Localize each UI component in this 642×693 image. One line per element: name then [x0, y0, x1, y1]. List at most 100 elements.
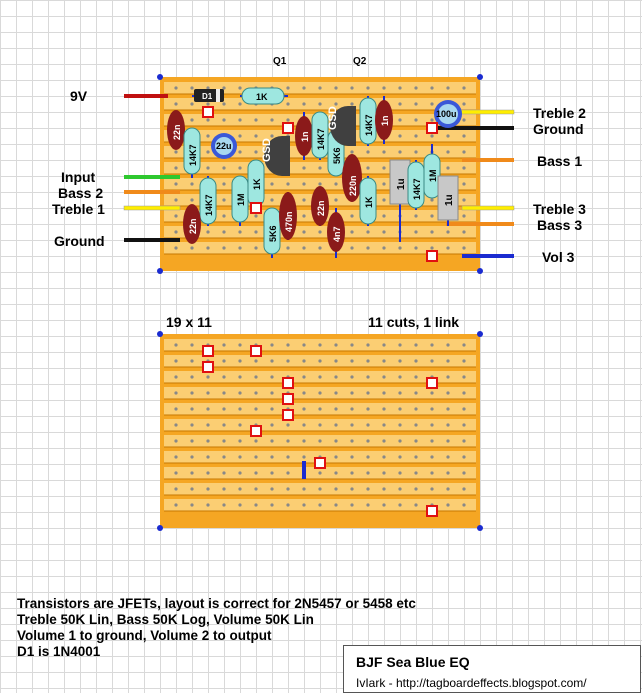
note-line: D1 is 1N4001 [17, 644, 101, 659]
resistor-5k6-a: 5K6 [263, 207, 281, 255]
svg-text:14K7: 14K7 [364, 114, 374, 136]
label-treble2: Treble 2 [533, 105, 586, 121]
capacitor-1u-a: 1u [389, 159, 411, 205]
diode-d1: D1 [194, 89, 224, 102]
label-q2: Q2 [353, 56, 367, 67]
resistor-14k7-d: 14K7 [359, 97, 377, 145]
strip-cut [250, 425, 262, 437]
strip-cut [282, 393, 294, 405]
resistor-14k7-c: 14K7 [311, 111, 329, 159]
svg-text:14K7: 14K7 [412, 178, 422, 200]
svg-text:14K7: 14K7 [316, 128, 326, 150]
svg-text:1n: 1n [380, 115, 390, 126]
label-bass3: Bass 3 [537, 217, 583, 233]
strip-cut [426, 505, 438, 517]
resistor-14k7-e: 14K7 [407, 161, 425, 209]
build-notes: Transistors are JFETs, layout is correct… [17, 596, 416, 660]
wire-bass1 [462, 158, 514, 162]
title: BJF Sea Blue EQ [356, 654, 470, 670]
note-line: Transistors are JFETs, layout is correct… [17, 596, 416, 611]
label-vol3: Vol 3 [542, 249, 575, 265]
svg-text:1K: 1K [256, 92, 268, 102]
label-q1: Q1 [273, 56, 287, 67]
svg-text:22u: 22u [216, 141, 232, 151]
svg-text:GSD: GSD [261, 138, 273, 162]
wire-vol3 [462, 254, 514, 258]
wire-bass2 [124, 190, 180, 194]
capacitor-22n-b: 22n [183, 204, 201, 244]
svg-text:1u: 1u [396, 178, 407, 190]
strip-cut [426, 250, 438, 262]
strip-cut [314, 457, 326, 469]
strip-cut [250, 202, 262, 214]
label-ground-left: Ground [54, 233, 105, 249]
svg-text:14K7: 14K7 [188, 144, 198, 166]
svg-text:D1: D1 [202, 92, 213, 101]
capacitor-22n-c: 22n [311, 186, 329, 226]
jumper-link [302, 461, 306, 479]
transistor-q2: GSD [327, 106, 356, 146]
strip-cut [282, 122, 294, 134]
capacitor-22n-a: 22n [167, 110, 185, 150]
strip-cut [282, 409, 294, 421]
svg-text:22n: 22n [316, 200, 326, 216]
wire-9v [124, 94, 168, 98]
label-cuts: 11 cuts, 1 link [368, 314, 460, 330]
strip-cut [426, 377, 438, 389]
strip-cut [250, 345, 262, 357]
label-input: Input [61, 169, 96, 185]
capacitor-4n7: 4n7 [327, 212, 345, 252]
label-ground-right: Ground [533, 121, 584, 137]
wire-treble1 [123, 205, 181, 211]
capacitor-1n-b: 1n [375, 100, 393, 140]
label-treble3: Treble 3 [533, 201, 586, 217]
svg-text:1u: 1u [444, 194, 455, 206]
label-bass1: Bass 1 [537, 153, 583, 169]
note-line: Volume 1 to ground, Volume 2 to output [17, 628, 272, 643]
svg-text:5K6: 5K6 [268, 225, 278, 242]
capacitor-220n: 220n [342, 154, 362, 202]
svg-text:GSD: GSD [327, 106, 339, 130]
svg-text:220n: 220n [348, 175, 358, 196]
wire-treble3 [461, 205, 515, 211]
capacitor-1n-a: 1n [295, 116, 313, 156]
resistor-14k7-b: 14K7 [199, 177, 217, 225]
svg-text:470n: 470n [284, 211, 294, 232]
wire-ground-right [430, 126, 514, 130]
label-bass2: Bass 2 [58, 185, 104, 201]
svg-text:22n: 22n [188, 218, 198, 234]
strip-cut [202, 361, 214, 373]
svg-text:1n: 1n [300, 131, 310, 142]
wire-bass3 [446, 222, 514, 226]
capacitor-100u: 100u [434, 100, 462, 128]
svg-text:22n: 22n [172, 124, 182, 140]
svg-text:5K6: 5K6 [332, 147, 342, 164]
label-treble1: Treble 1 [52, 201, 105, 217]
strip-cut [426, 122, 438, 134]
resistor-1k-top: 1K [241, 87, 285, 105]
resistor-1k-mid: 1K [247, 159, 265, 207]
svg-text:1M: 1M [428, 169, 438, 182]
capacitor-22u: 22u [211, 133, 237, 159]
resistor-1k-right: 1K [359, 177, 377, 225]
svg-text:14K7: 14K7 [204, 194, 214, 216]
svg-text:1K: 1K [252, 178, 262, 190]
resistor-1m-b: 1M [423, 153, 441, 199]
strip-cut [202, 106, 214, 118]
label-9v: 9V [70, 88, 88, 104]
transistor-q1: GSD [261, 136, 290, 176]
svg-text:4n7: 4n7 [332, 226, 342, 242]
resistor-1m-a: 1M [231, 175, 249, 223]
capacitor-470n: 470n [279, 192, 297, 240]
svg-text:100u: 100u [436, 109, 457, 119]
capacitor-1u-b: 1u [437, 175, 459, 221]
wire-ground-left [124, 238, 180, 242]
svg-text:1K: 1K [364, 196, 374, 208]
resistor-14k7-a: 14K7 [183, 127, 201, 175]
credit: IvIark - http://tagboardeffects.blogspot… [356, 676, 587, 690]
strip-cut [202, 345, 214, 357]
note-line: Treble 50K Lin, Bass 50K Log, Volume 50K… [17, 612, 314, 627]
title-box: BJF Sea Blue EQ IvIark - http://tagboard… [343, 645, 641, 693]
strip-cut [282, 377, 294, 389]
